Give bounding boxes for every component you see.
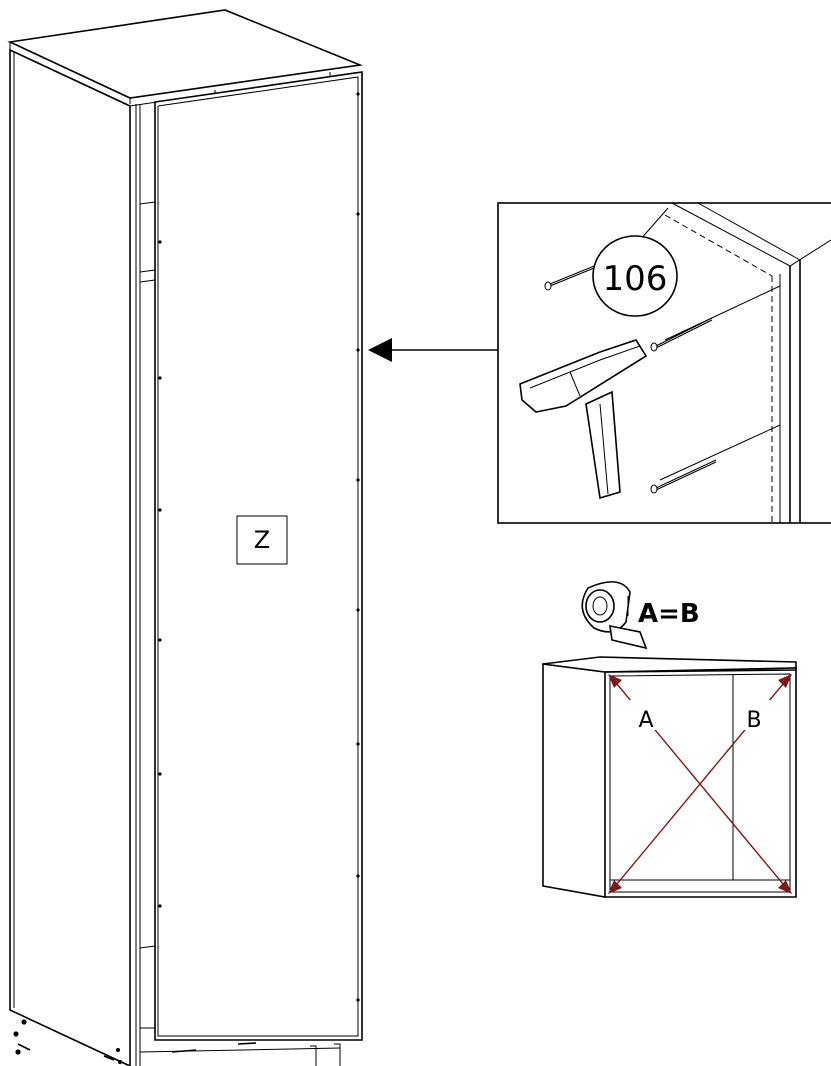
part-number: 106 <box>603 259 668 299</box>
detail-inset: 106 <box>497 202 831 524</box>
panel-label: Z <box>254 526 270 554</box>
nail-dots <box>158 92 360 1002</box>
cabinet-left-side <box>9 48 131 1066</box>
tape-measure-icon <box>581 581 648 650</box>
arrow-left-icon <box>368 338 498 362</box>
part-number-circle <box>592 235 678 317</box>
square-check-diagram: A B <box>542 656 797 898</box>
diagonal-a-label: A <box>638 708 653 733</box>
cabinet: Z <box>7 9 364 1066</box>
equation-label: A=B <box>638 599 700 629</box>
nail-icon <box>544 261 717 494</box>
diagonal-b-label: B <box>746 708 761 733</box>
cabinet-top <box>7 9 364 99</box>
hammer-icon <box>519 339 648 500</box>
panel-label-box <box>236 515 288 565</box>
